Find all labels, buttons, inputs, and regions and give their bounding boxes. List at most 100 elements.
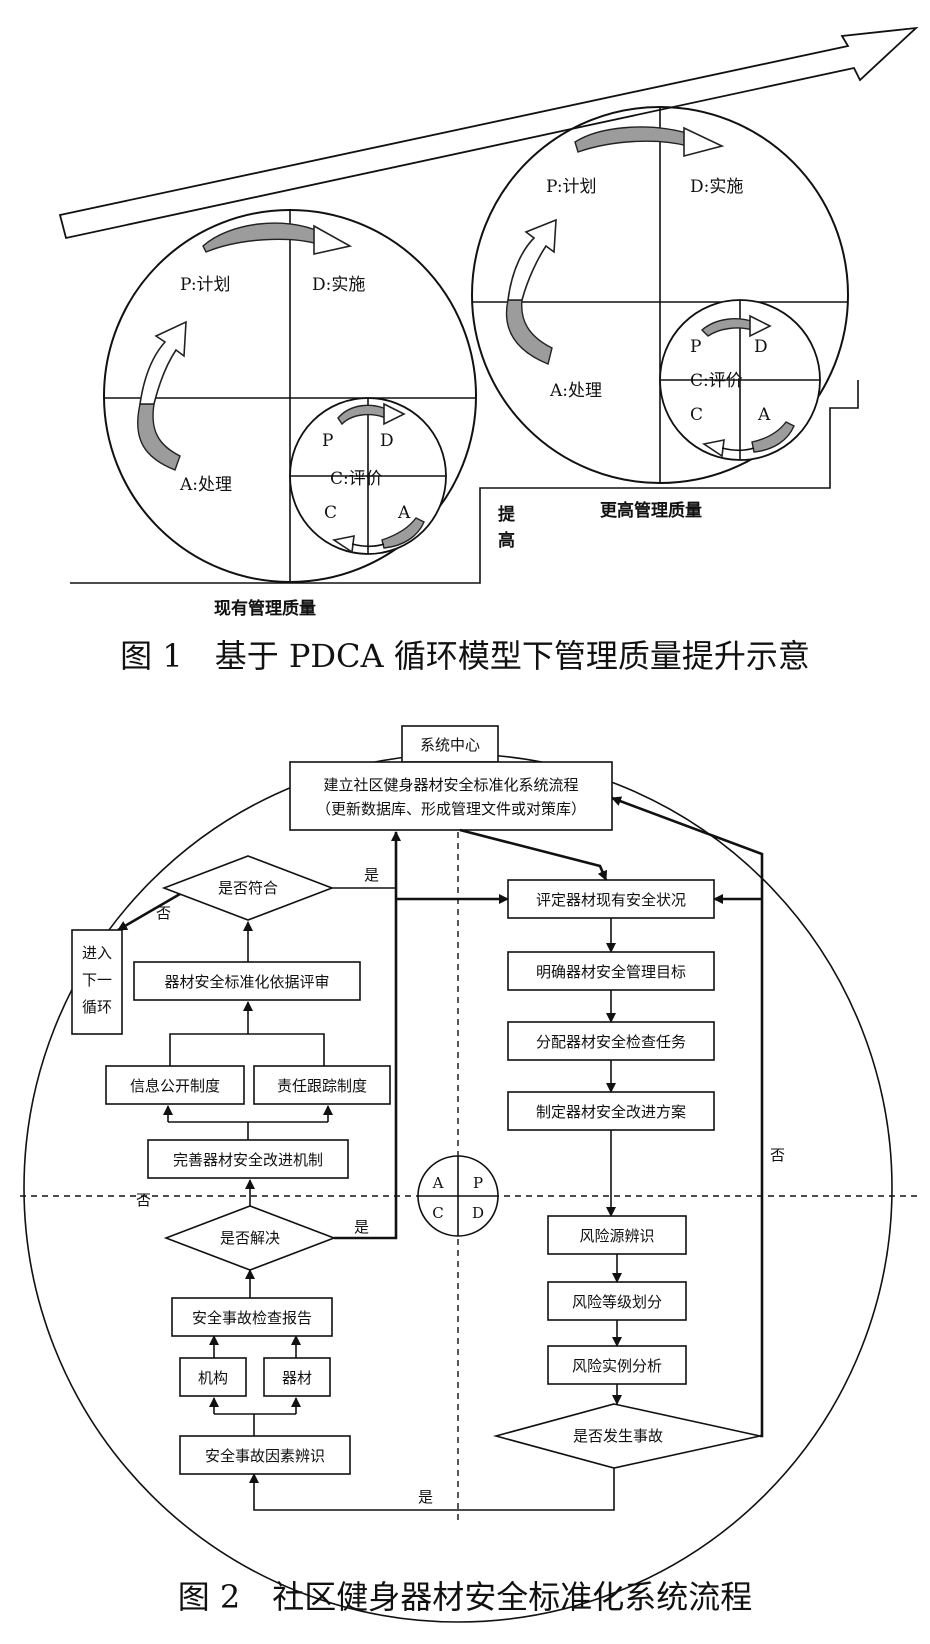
apcd-circle: A P C D bbox=[417, 1155, 499, 1237]
right-a-label: A:处理 bbox=[549, 381, 602, 401]
left-inner-d: D bbox=[380, 431, 394, 451]
right-step-4-box bbox=[507, 1091, 715, 1131]
white-arrowhead-top-right bbox=[683, 126, 725, 158]
raise-char-1: 提 bbox=[498, 505, 516, 525]
figure-2: 系统中心 建立社区健身器材安全标准化系统流程 （更新数据库、形成管理文件或对策库… bbox=[20, 725, 918, 1623]
white-arrowhead-left-right bbox=[507, 218, 557, 301]
responsibility-label: 责任跟踪制度 bbox=[277, 1077, 367, 1095]
white-arrowhead-left-left bbox=[139, 320, 187, 405]
system-center-box bbox=[401, 725, 499, 763]
info-box bbox=[105, 1065, 245, 1105]
accident-decision-label: 是否发生事故 bbox=[573, 1427, 663, 1445]
figure-1: P:计划 D:实施 A:处理 P D C:评价 C A bbox=[58, 26, 919, 675]
right-inner-p: P bbox=[690, 337, 701, 357]
next-cycle-line2: 下一 bbox=[82, 971, 112, 989]
review-label: 器材安全标准化依据评审 bbox=[164, 973, 329, 991]
solved-decision-label: 是否解决 bbox=[220, 1229, 280, 1247]
org-label: 机构 bbox=[198, 1369, 228, 1387]
right-inner-cycle: P D C:评价 C A bbox=[659, 299, 821, 461]
conform-decision-label: 是否符合 bbox=[218, 879, 278, 897]
info-label: 信息公开制度 bbox=[130, 1077, 220, 1095]
report-box bbox=[171, 1297, 333, 1337]
figure-2-caption: 图 2 社区健身器材安全标准化系统流程 bbox=[178, 1578, 753, 1616]
org-box bbox=[179, 1357, 247, 1397]
arrow-conform-no-to-next bbox=[117, 892, 181, 932]
grey-arrow-left-right bbox=[505, 299, 553, 365]
white-arrowhead-inner-top-right bbox=[749, 314, 772, 338]
no-label-conform: 否 bbox=[156, 904, 171, 922]
risk-step-2-box bbox=[547, 1281, 687, 1321]
equipment-box bbox=[263, 1357, 331, 1397]
left-pdca-cycle: P:计划 D:实施 A:处理 P D C:评价 C A bbox=[103, 209, 477, 583]
right-inner-c: C bbox=[690, 405, 703, 425]
responsibility-box bbox=[253, 1065, 391, 1105]
apcd-p: P bbox=[473, 1174, 483, 1192]
right-inner-a: A bbox=[757, 405, 771, 425]
arrow-top-to-r1 bbox=[459, 828, 608, 881]
equipment-label: 器材 bbox=[282, 1369, 312, 1387]
left-d-label: D:实施 bbox=[312, 275, 365, 295]
higher-quality-label: 更高管理质量 bbox=[600, 500, 702, 521]
apcd-c: C bbox=[432, 1204, 443, 1222]
arrow-solved-yes-to-top bbox=[334, 831, 401, 1240]
arrow-yes-to-factor bbox=[249, 1468, 615, 1511]
left-p-label: P:计划 bbox=[180, 275, 231, 295]
left-inner-c: C bbox=[324, 503, 337, 523]
right-pdca-cycle: P:计划 D:实施 A:处理 P D C:评价 C A bbox=[471, 106, 849, 484]
grey-arrow-top-right bbox=[574, 126, 691, 153]
right-step-2: 明确器材安全管理目标 bbox=[536, 963, 686, 981]
raise-char-2: 高 bbox=[498, 530, 515, 551]
staircase-line bbox=[70, 380, 859, 584]
grey-arrow-left-left bbox=[136, 403, 181, 471]
left-inner-cycle: P D C:评价 C A bbox=[289, 397, 447, 555]
left-inner-a: A bbox=[397, 503, 411, 523]
risk-step-1-box bbox=[547, 1215, 687, 1255]
next-cycle-line3: 循环 bbox=[82, 998, 112, 1016]
current-quality-label: 现有管理质量 bbox=[214, 598, 316, 619]
white-arrowhead-inner-top-left bbox=[383, 402, 406, 426]
arrow-no-loop-to-top bbox=[611, 796, 764, 1438]
left-inner-c-center: C:评价 bbox=[330, 469, 383, 489]
no-label-right: 否 bbox=[770, 1146, 785, 1164]
left-inner-p: P bbox=[322, 431, 333, 451]
right-d-label: D:实施 bbox=[690, 177, 743, 197]
next-cycle-box bbox=[71, 929, 123, 1035]
inner-arrow-link-right bbox=[721, 447, 755, 452]
right-step-4: 制定器材安全改进方案 bbox=[536, 1103, 686, 1121]
risk-step-1: 风险源辨识 bbox=[579, 1227, 654, 1245]
solved-decision bbox=[163, 1205, 337, 1271]
right-p-label: P:计划 bbox=[546, 177, 597, 197]
apcd-d: D bbox=[472, 1204, 484, 1222]
factor-label: 安全事故因素辨识 bbox=[205, 1447, 325, 1465]
left-a-label: A:处理 bbox=[179, 475, 232, 495]
improve-label: 完善器材安全改进机制 bbox=[173, 1151, 323, 1169]
grey-arrow-top-left bbox=[202, 222, 321, 253]
right-inner-d: D bbox=[754, 337, 768, 357]
line-info-resp-join bbox=[169, 1033, 325, 1066]
no-label-left: 否 bbox=[136, 1191, 151, 1209]
report-label: 安全事故检查报告 bbox=[192, 1309, 312, 1327]
yes-label-bottom: 是 bbox=[418, 1488, 433, 1506]
white-arrowhead-top-left bbox=[313, 224, 353, 255]
risk-step-3: 风险实例分析 bbox=[572, 1357, 662, 1375]
yes-label-solved: 是 bbox=[354, 1218, 369, 1236]
grey-arrow-inner-bottom-left bbox=[381, 517, 425, 549]
top-box-line1: 建立社区健身器材安全标准化系统流程 bbox=[323, 776, 578, 794]
risk-step-3-box bbox=[547, 1345, 687, 1385]
inner-arrow-link-left bbox=[351, 543, 385, 548]
factor-box bbox=[179, 1435, 351, 1475]
right-step-1: 评定器材现有安全状况 bbox=[536, 891, 686, 909]
figure-1-caption: 图 1 基于 PDCA 循环模型下管理质量提升示意 bbox=[120, 637, 810, 675]
top-box-line2: （更新数据库、形成管理文件或对策库） bbox=[316, 800, 586, 818]
improve-box bbox=[147, 1139, 349, 1179]
apcd-a: A bbox=[432, 1174, 444, 1192]
right-inner-c-center: C:评价 bbox=[690, 371, 743, 391]
yes-label-conform: 是 bbox=[364, 866, 379, 884]
risk-step-2: 风险等级划分 bbox=[572, 1293, 662, 1311]
rising-arrow bbox=[58, 26, 919, 240]
grey-arrow-inner-bottom-right bbox=[751, 421, 795, 453]
system-center-label: 系统中心 bbox=[420, 736, 480, 754]
top-process-box bbox=[289, 761, 613, 831]
conform-decision bbox=[161, 855, 335, 921]
